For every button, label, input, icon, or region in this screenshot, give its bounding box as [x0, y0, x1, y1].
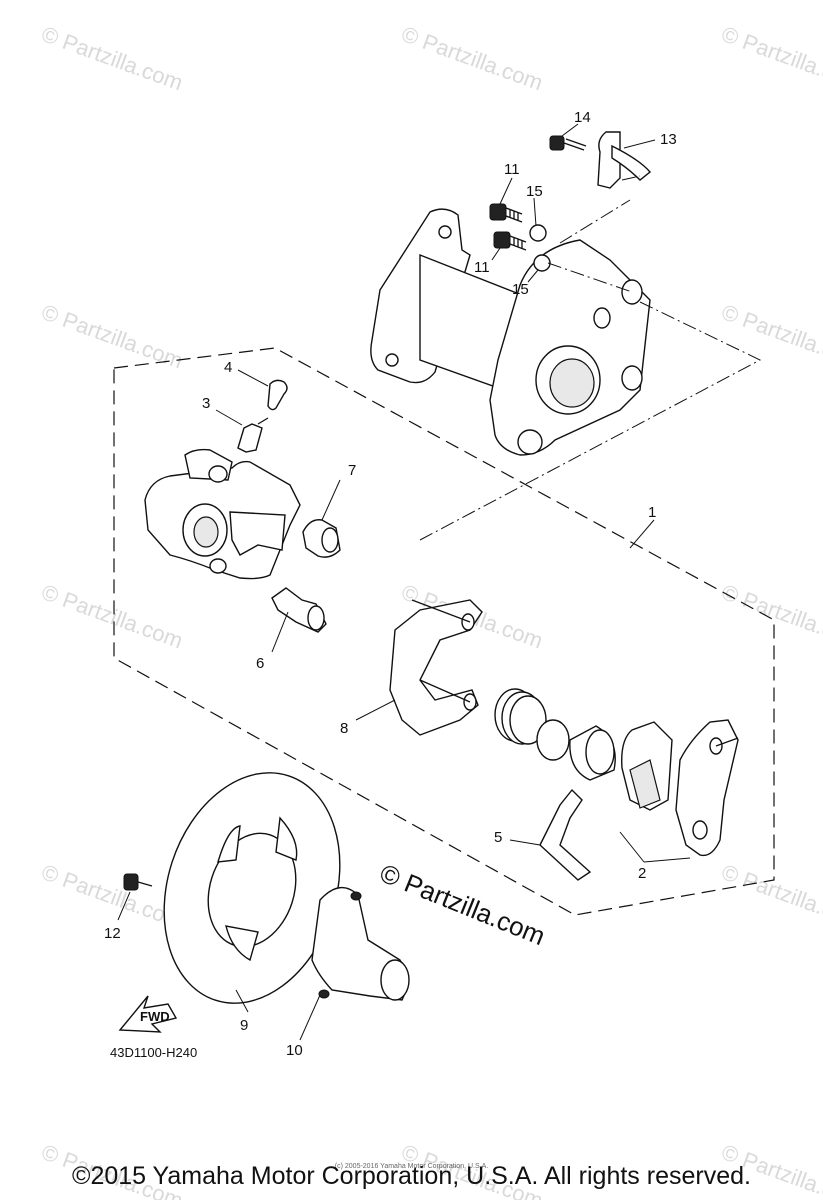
- fwd-arrow-icon: FWD: [118, 995, 178, 1033]
- callout-3: 3: [202, 395, 210, 412]
- watermark: © Partzilla.com: [718, 579, 823, 653]
- callout-5: 5: [494, 829, 502, 846]
- small-print: (c) 2005-2016 Yamaha Motor Corporation, …: [334, 1163, 489, 1170]
- callout-11-upper: 11: [504, 161, 520, 178]
- watermark: © Partzilla.com: [718, 299, 823, 373]
- watermark: © Partzilla.com: [38, 579, 186, 653]
- callout-15-lower: 15: [512, 281, 529, 298]
- hub: [311, 887, 410, 1001]
- brake-disc: [163, 772, 341, 1004]
- caliper-assembly-boundary: [113, 347, 775, 916]
- washer-15-lower: [533, 254, 551, 272]
- callout-10: 10: [286, 1042, 303, 1059]
- mounting-bracket: [370, 208, 651, 456]
- callout-15-upper: 15: [526, 183, 543, 200]
- callout-4: 4: [224, 359, 232, 376]
- watermark: © Partzilla.com: [718, 21, 823, 95]
- callout-2: 2: [638, 865, 646, 882]
- hose-clamp: [597, 131, 651, 189]
- bolt-11-upper: [489, 203, 523, 223]
- bleed-cap: [267, 379, 288, 411]
- caliper-bracket: [389, 599, 483, 736]
- callout-8: 8: [340, 720, 348, 737]
- callout-9: 9: [240, 1017, 248, 1034]
- bolt-12: [123, 873, 153, 891]
- bleed-screw: [237, 417, 269, 453]
- brake-pad-inner: [621, 721, 673, 811]
- copyright-notice: ©2015 Yamaha Motor Corporation, U.S.A. A…: [72, 1162, 751, 1190]
- callout-1: 1: [648, 504, 656, 521]
- watermark: © Partzilla.com: [38, 21, 186, 95]
- svg-text:FWD: FWD: [140, 1009, 170, 1024]
- callout-leaders: [117, 123, 691, 1041]
- watermark: © Partzilla.com: [718, 859, 823, 933]
- piston-ring: [536, 719, 570, 761]
- brake-pad-outer: [675, 719, 739, 857]
- piston-seal-stack: [494, 688, 547, 745]
- callout-12: 12: [104, 925, 121, 942]
- piston: [569, 725, 616, 781]
- caliper-body: [144, 448, 301, 580]
- callout-11-lower: 11: [474, 259, 490, 276]
- pin-6: [271, 587, 327, 633]
- callout-14: 14: [574, 109, 591, 126]
- callout-13: 13: [660, 131, 677, 148]
- bolt-11-lower: [493, 231, 527, 251]
- pad-spring: [539, 788, 592, 881]
- callout-6: 6: [256, 655, 264, 672]
- callouts: 1 2 3 4 5 6 7 8 9 10 11 11 12 13 14 15 1…: [104, 109, 677, 1059]
- brand-watermark: © Partzilla.com: [376, 858, 550, 951]
- washer-15-upper: [529, 224, 547, 242]
- diagram-code: 43D1100-H240: [110, 1045, 197, 1060]
- bolt-14: [549, 135, 587, 151]
- callout-7: 7: [348, 462, 356, 479]
- watermark: © Partzilla.com: [398, 21, 546, 95]
- boot-7: [302, 519, 341, 558]
